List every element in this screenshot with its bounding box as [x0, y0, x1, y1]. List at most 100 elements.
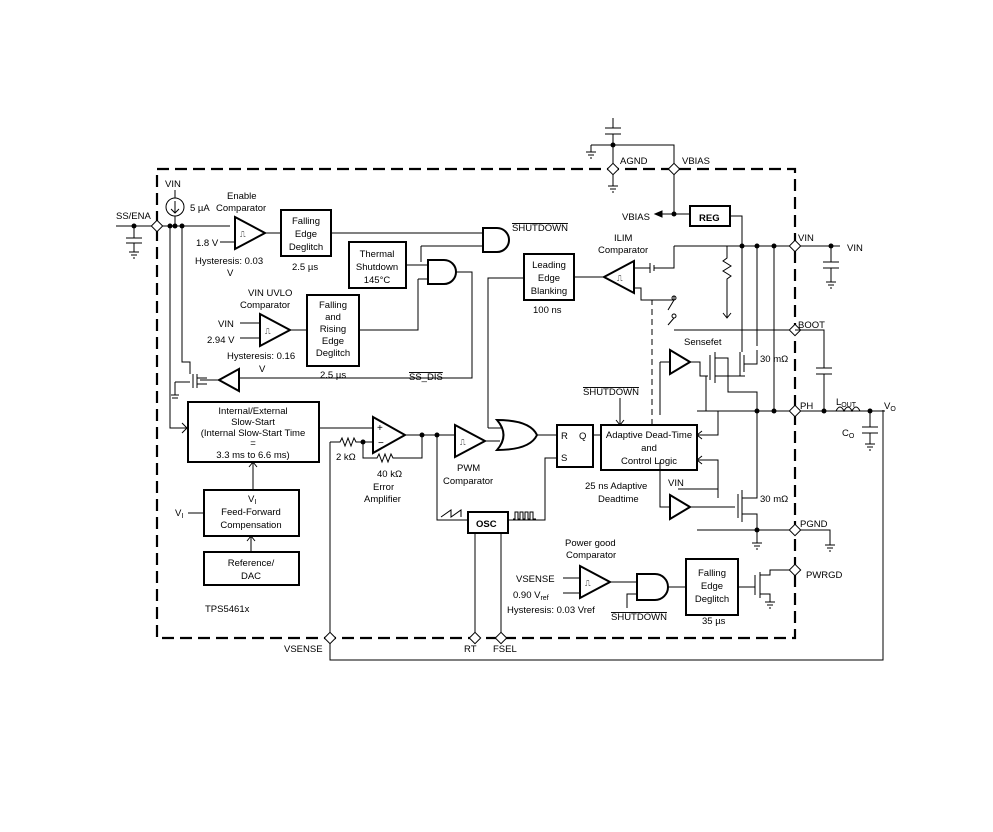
svg-text:⎍: ⎍ [585, 579, 591, 588]
pwm-comparator [454, 423, 488, 459]
enable-threshold: 1.8 V [196, 238, 219, 249]
powergood-comparator [579, 564, 613, 600]
ph-label: PH [800, 401, 813, 412]
ff-l2: Feed-Forward [221, 507, 281, 518]
deglitch-top-l3: Deglitch [289, 242, 323, 253]
vin-pin-label: VIN [798, 233, 814, 244]
or-gate [494, 418, 539, 452]
ref-l2: DAC [241, 571, 261, 582]
deglitch-mid-l2: and [325, 312, 341, 323]
ilim-comparator [601, 259, 635, 295]
ilim-l2: Comparator [598, 245, 648, 256]
svg-text:⎍: ⎍ [617, 274, 623, 283]
deadtime-l1: Adaptive Dead-Time [606, 430, 692, 441]
slowstart-l3: (Internal Slow-Start Time [201, 428, 306, 439]
deadtime-l2: and [641, 443, 657, 454]
deglitch-mid-l4: Edge [322, 336, 344, 347]
vin-low-label: VIN [668, 478, 684, 489]
deglitch-mid-block [306, 294, 360, 367]
resistor-40k: 40 kΩ [377, 469, 402, 480]
agnd-vbias-network [586, 118, 689, 217]
thermal-shutdown-block [348, 241, 407, 289]
slowstart-l5: 3.3 ms to 6.6 ms) [216, 450, 289, 461]
enable-hyst-1: Hysteresis: 0.03 [195, 256, 263, 267]
svg-text:+: + [377, 423, 383, 434]
agnd-label: AGND [620, 156, 648, 167]
slowstart-l2: Slow-Start [231, 417, 275, 428]
ff-input-label: VI [175, 508, 183, 520]
thermal-l2: Shutdown [356, 262, 398, 273]
uvlo-and-gate [427, 259, 457, 285]
pwrgd-pin[interactable] [788, 563, 802, 577]
pwrgd-label: PWRGD [806, 570, 843, 581]
vsense-label: VSENSE [284, 644, 323, 655]
ref-l1: Reference/ [228, 558, 275, 569]
deglitch-pg-l1: Falling [698, 568, 726, 579]
shutdown-label-3: SHUTDOWN [611, 612, 667, 623]
schmitt-icon: ⎍ [240, 230, 246, 239]
leb-l1: Leading [532, 260, 566, 271]
deglitch-mid-l1: Falling [319, 300, 347, 311]
pg-title-2: Comparator [566, 550, 616, 561]
deglitch-pg-l2: Edge [701, 581, 723, 592]
enable-title-1: Enable [227, 191, 257, 202]
fsel-pin[interactable] [494, 631, 508, 645]
rt-label: RT [464, 644, 477, 655]
rt-pin[interactable] [468, 631, 482, 645]
uvlo-hyst-1: Hysteresis: 0.16 [227, 351, 295, 362]
uvlo-comparator [259, 312, 293, 348]
pg-title-1: Power good [565, 538, 616, 549]
ph-pin[interactable] [788, 404, 802, 418]
vbias-pin[interactable] [667, 162, 681, 176]
ss-ena-pin[interactable] [150, 219, 164, 233]
inductor [835, 406, 861, 413]
latch-q: Q [579, 431, 586, 442]
rs-latch [556, 424, 594, 468]
vbias-label: VBIAS [682, 156, 710, 167]
uvlo-in-label: VIN [218, 319, 234, 330]
enable-current: 5 µA [190, 203, 210, 214]
leb-time: 100 ns [533, 305, 562, 316]
ff-vi-label: VI [248, 494, 256, 506]
ss-dis-label: SS_DIS [409, 372, 443, 383]
vin-top-label: VIN [165, 179, 181, 190]
vin-supply-label: VIN [847, 243, 863, 254]
uvlo-schmitt-icon: ⎍ [265, 327, 271, 336]
pgnd-label: PGND [800, 519, 828, 530]
vo-label: VO [884, 401, 896, 413]
deadtime-note-2: Deadtime [598, 494, 639, 505]
ss-ena-label: SS/ENA [116, 211, 152, 222]
deglitch-pg-l3: Deglitch [695, 594, 729, 605]
lout-label: LOUT [836, 397, 857, 409]
vbias-internal-label: VBIAS [622, 212, 650, 223]
pgnd-pin[interactable] [788, 523, 802, 537]
rds-high-label: 30 mΩ [760, 354, 788, 365]
agnd-pin[interactable] [606, 162, 620, 176]
thermal-l1: Thermal [360, 249, 395, 260]
shutdown-label: SHUTDOWN [512, 223, 568, 234]
high-side-driver [669, 348, 692, 376]
reg-label: REG [699, 213, 720, 224]
uvlo-hyst-2: V [259, 364, 266, 375]
ilim-l1: ILIM [614, 233, 633, 244]
low-side-driver [669, 493, 692, 521]
rds-low-label: 30 mΩ [760, 494, 788, 505]
vsense-pin[interactable] [323, 631, 337, 645]
deglitch-mid-time: 2.5 µs [320, 370, 346, 381]
deadtime-note-1: 25 ns Adaptive [585, 481, 647, 492]
leb-block [523, 253, 575, 301]
deglitch-top-block [280, 209, 332, 257]
error-amp-l1: Error [373, 482, 394, 493]
powergood-and-gate [636, 573, 669, 601]
leb-l2: Edge [538, 273, 560, 284]
clock-icon [513, 511, 536, 520]
feedforward-block [203, 489, 300, 537]
error-amplifier [372, 415, 408, 455]
deadtime-block [600, 424, 698, 471]
deglitch-top-l2: Edge [295, 229, 317, 240]
slowstart-l1: Internal/External [218, 406, 287, 417]
ff-l3: Compensation [220, 520, 281, 531]
deglitch-pg-time: 35 µs [702, 616, 726, 627]
vin-pin[interactable] [788, 239, 802, 253]
